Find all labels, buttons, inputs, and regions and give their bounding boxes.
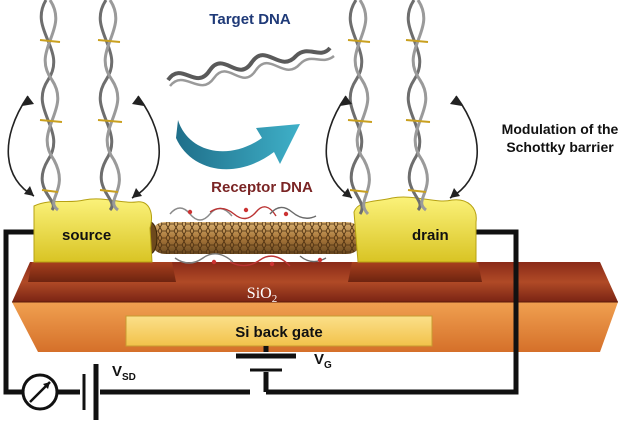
binding-arrow-icon: [176, 120, 300, 170]
drain-electrode: [353, 196, 477, 263]
vsd-battery-icon: [82, 364, 99, 420]
source-label: source: [62, 227, 111, 244]
vsd-label: VSD: [112, 363, 136, 383]
drain-label: drain: [412, 227, 449, 244]
ammeter-icon: [21, 373, 59, 411]
vsd-main: V: [112, 363, 122, 380]
schottky-arrow-right-icon: [325, 95, 478, 199]
dna-helix-left-2: [97, 0, 123, 212]
receptor-dna-cluster: [169, 206, 327, 267]
vg-label: VG: [314, 351, 332, 371]
vsd-subscript: SD: [122, 372, 136, 383]
vg-subscript: G: [324, 360, 332, 371]
dna-helix-right-2: [405, 0, 431, 212]
dna-helix-left-1: [39, 0, 63, 212]
si-back-gate-region: [125, 315, 433, 347]
source-electrode: [33, 198, 153, 263]
target-dna-strand: [166, 46, 335, 87]
modulation-label-line1: Modulation of the: [502, 121, 619, 137]
dna-helix-right-1: [347, 0, 373, 216]
vg-battery-icon: [236, 353, 296, 372]
carbon-nanotube: [142, 221, 362, 255]
receptor-dna-label: Receptor DNA: [211, 179, 313, 196]
vg-main: V: [314, 351, 324, 368]
drain-pad: [348, 262, 482, 282]
sio2-label: SiO2: [247, 285, 277, 305]
source-pad: [28, 262, 176, 282]
schottky-arrow-left-icon: [7, 95, 160, 199]
sio2-subscript: 2: [272, 293, 278, 305]
modulation-label-line2: Schottky barrier: [506, 139, 614, 155]
circuit-wires: [3, 229, 519, 395]
target-dna-label: Target DNA: [209, 11, 291, 28]
back-gate-label: Si back gate: [235, 324, 323, 341]
sio2-main: SiO: [247, 285, 272, 302]
